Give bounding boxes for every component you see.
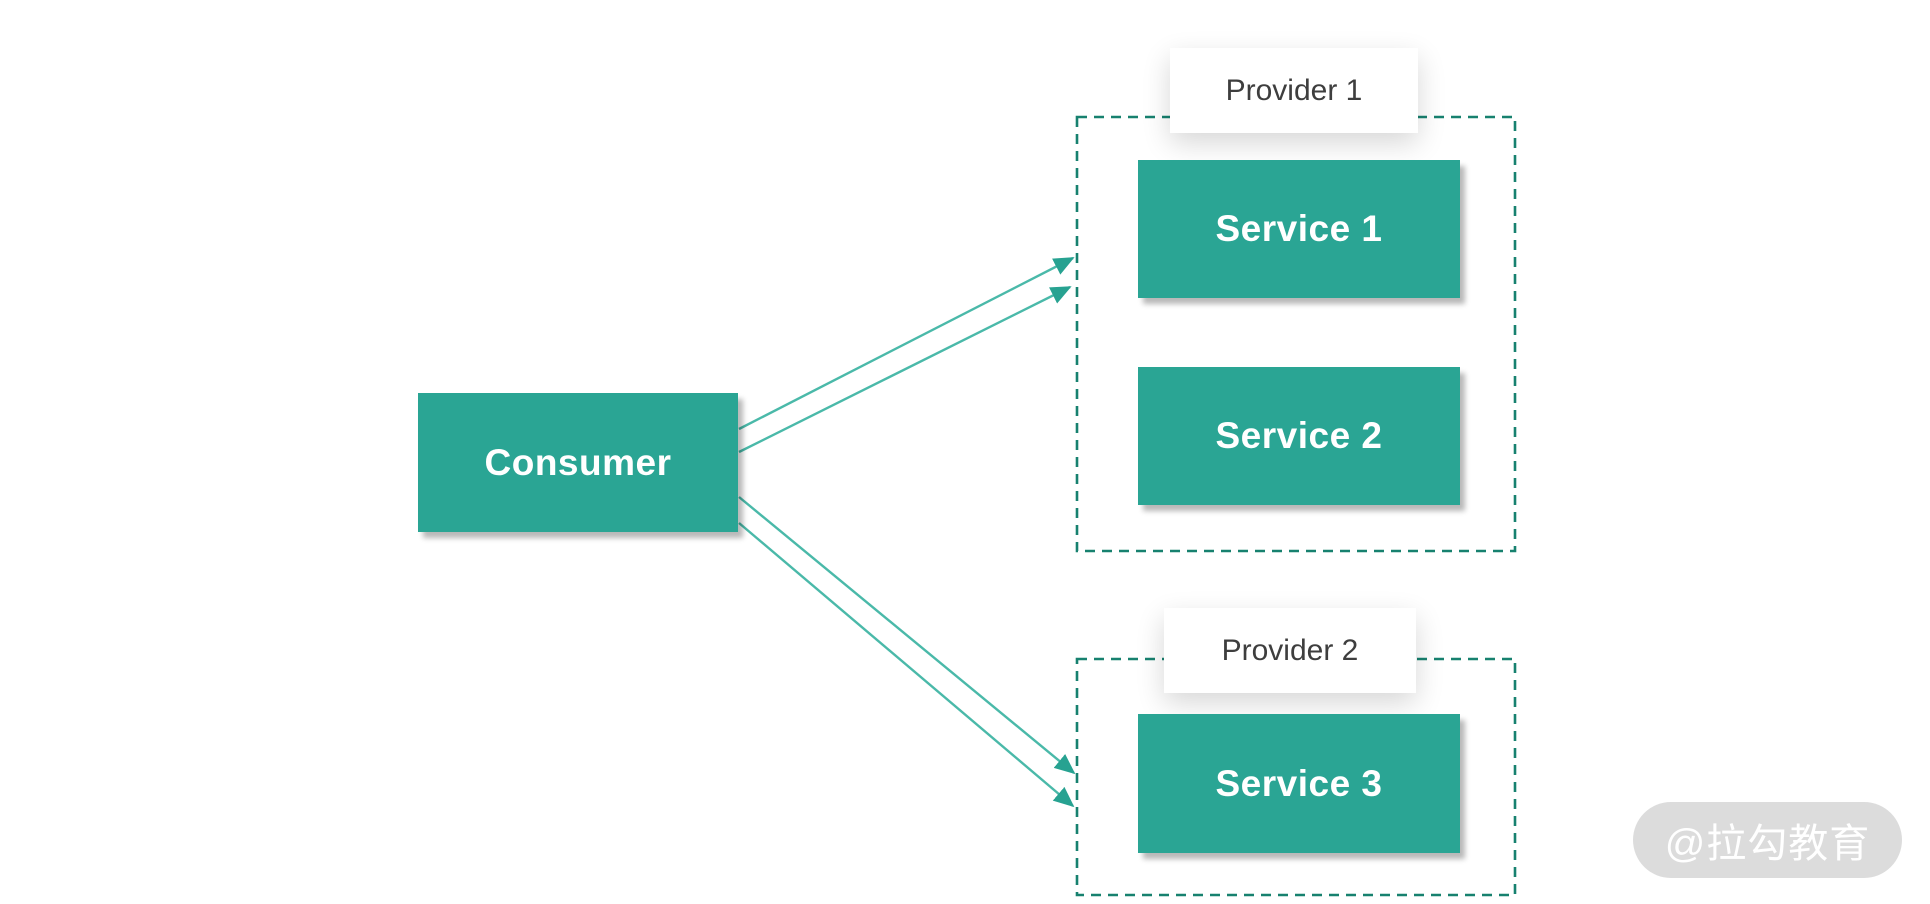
service-3-node: Service 3 xyxy=(1138,714,1460,853)
service-2-node: Service 2 xyxy=(1138,367,1460,505)
arrow-consumer-to-service3-b xyxy=(738,522,1075,808)
arrow-consumer-to-service3-a xyxy=(738,496,1076,775)
service-2-node-label: Service 2 xyxy=(1215,415,1383,456)
provider-2-label: Provider 2 xyxy=(1164,608,1416,693)
service-1-node: Service 1 xyxy=(1138,160,1460,298)
provider-1-label: Provider 1 xyxy=(1170,48,1418,133)
provider-2-boundary xyxy=(1075,657,1517,897)
provider-2-label-text: Provider 2 xyxy=(1221,633,1359,667)
arrow-consumer-to-service1-a xyxy=(738,256,1075,431)
watermark-badge: @拉勾教育 xyxy=(1633,802,1902,878)
watermark-text: @拉勾教育 xyxy=(1664,822,1871,866)
service-1-node-label: Service 1 xyxy=(1215,208,1383,249)
provider-1-label-text: Provider 1 xyxy=(1225,73,1363,107)
arrow-consumer-to-service1-b xyxy=(738,285,1072,454)
consumer-node-label: Consumer xyxy=(484,441,672,483)
provider-1-boundary xyxy=(1075,115,1517,553)
consumer-node: Consumer xyxy=(418,393,738,532)
service-3-node-label: Service 3 xyxy=(1215,762,1383,804)
